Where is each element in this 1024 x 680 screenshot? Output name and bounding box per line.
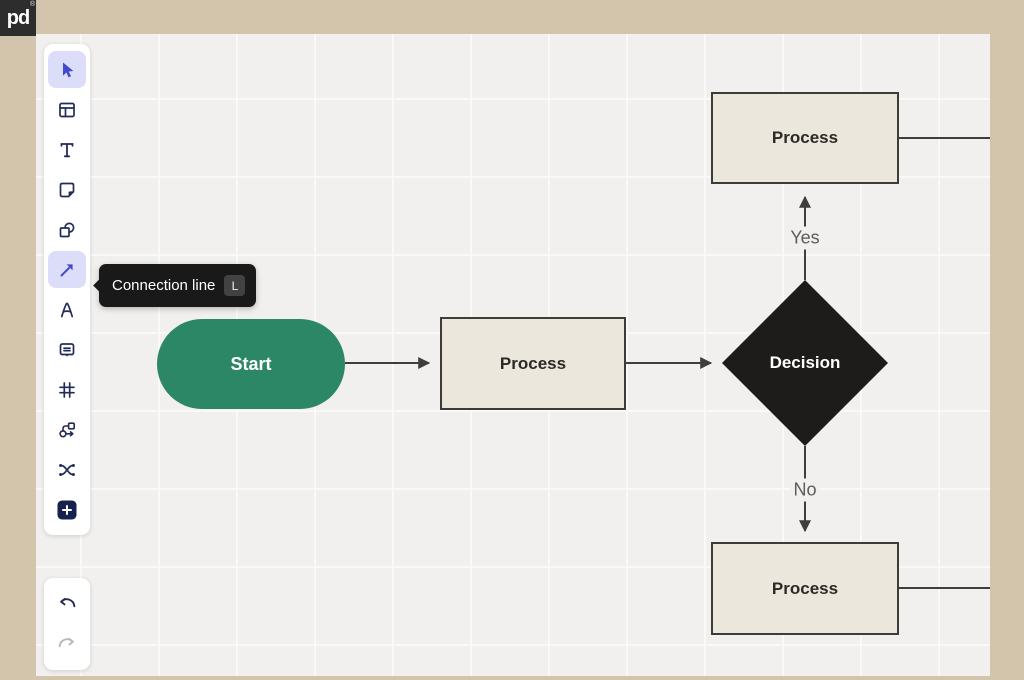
redo-button[interactable]: [48, 625, 86, 663]
node-process-middle[interactable]: Process: [440, 317, 626, 410]
select-tool-button[interactable]: [48, 51, 86, 88]
text-icon: [60, 142, 74, 157]
pen-icon: [60, 302, 74, 317]
connection-line-tool-button[interactable]: [48, 251, 86, 288]
comment-tool-button[interactable]: [48, 331, 86, 368]
logo-text: pd: [6, 6, 30, 29]
frame-tool-button[interactable]: [48, 371, 86, 408]
undo-icon: [60, 597, 76, 608]
connection-line-tooltip: Connection line L: [93, 264, 257, 307]
sticky-note-icon: [59, 182, 75, 197]
node-process-label: Process: [771, 578, 839, 598]
connection-line-icon: [60, 263, 73, 276]
mind-map-tool-button[interactable]: [48, 451, 86, 488]
diagram-canvas[interactable]: Start Process Decision Process Process Y…: [36, 34, 990, 676]
flowchart-icon: [59, 421, 76, 437]
tool-palette: [44, 44, 90, 535]
pen-tool-button[interactable]: [48, 291, 86, 328]
tooltip-shortcut-badge: L: [224, 275, 246, 296]
node-process-label: Process: [499, 353, 567, 373]
node-process-bottom[interactable]: Process: [711, 542, 899, 635]
pandadoc-logo: pd ®: [0, 0, 36, 36]
redo-icon: [58, 637, 74, 648]
templates-icon: [59, 102, 75, 117]
history-panel: [44, 578, 90, 670]
flowchart-tool-button[interactable]: [48, 411, 86, 448]
comment-icon: [59, 342, 75, 357]
node-start[interactable]: Start: [157, 319, 345, 409]
undo-button[interactable]: [48, 585, 86, 623]
add-more-tools-button[interactable]: [48, 491, 86, 528]
templates-tool-button[interactable]: [48, 91, 86, 128]
shapes-tool-button[interactable]: [48, 211, 86, 248]
registered-mark: ®: [29, 1, 35, 8]
plus-icon: [57, 500, 77, 519]
node-process-label: Process: [771, 128, 839, 147]
shapes-icon: [59, 222, 75, 237]
edge-label-yes[interactable]: Yes: [786, 226, 824, 250]
node-process-top[interactable]: Process: [711, 92, 899, 184]
mind-map-icon: [59, 463, 75, 476]
tooltip-label: Connection line: [112, 277, 216, 294]
frame-icon: [59, 381, 75, 398]
cursor-icon: [63, 62, 74, 77]
node-start-label: Start: [230, 353, 272, 374]
sticky-note-tool-button[interactable]: [48, 171, 86, 208]
node-decision-label: Decision: [769, 353, 841, 372]
edge-label-no[interactable]: No: [789, 478, 821, 502]
text-tool-button[interactable]: [48, 131, 86, 168]
